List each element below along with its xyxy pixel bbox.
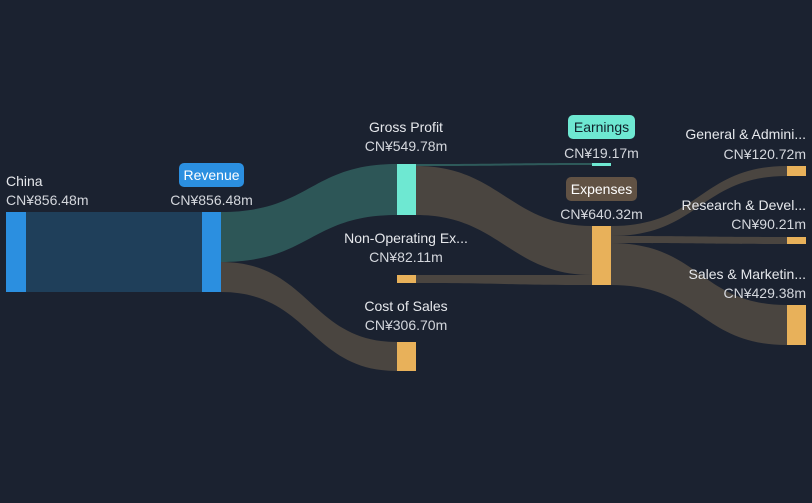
node-earnings[interactable]	[592, 163, 611, 166]
gross-profit-value: CN¥549.78m	[365, 138, 448, 154]
general-admin-value: CN¥120.72m	[724, 146, 807, 162]
revenue-pill	[179, 163, 244, 187]
flow-non-operating-expenses	[416, 275, 592, 285]
node-sales-marketing[interactable]	[787, 305, 806, 345]
revenue-label: Revenue	[183, 167, 239, 183]
node-revenue[interactable]	[202, 212, 221, 292]
labels: China CN¥856.48m Revenue CN¥856.48m Gros…	[6, 115, 806, 333]
node-cost-of-sales[interactable]	[397, 342, 416, 371]
flow-gross-profit-earnings	[416, 163, 592, 166]
flow-revenue-gross-profit	[221, 164, 397, 262]
non-operating-label: Non-Operating Ex...	[344, 230, 468, 246]
flow-revenue-cost-of-sales	[221, 262, 397, 371]
earnings-pill	[568, 115, 635, 139]
flows	[26, 163, 787, 371]
node-research-dev[interactable]	[787, 237, 806, 244]
sales-marketing-value: CN¥429.38m	[724, 285, 807, 301]
flow-gross-profit-expenses	[416, 166, 592, 275]
nodes	[6, 163, 806, 371]
earnings-value: CN¥19.17m	[564, 145, 639, 161]
node-general-admin[interactable]	[787, 166, 806, 176]
expenses-value: CN¥640.32m	[560, 206, 643, 222]
sales-marketing-label: Sales & Marketin...	[689, 266, 807, 282]
research-dev-value: CN¥90.21m	[731, 216, 806, 232]
research-dev-label: Research & Devel...	[682, 197, 807, 213]
earnings-label: Earnings	[574, 119, 629, 135]
flow-china-revenue	[26, 212, 202, 292]
revenue-value: CN¥856.48m	[170, 192, 253, 208]
expenses-label: Expenses	[571, 181, 632, 197]
gross-profit-label: Gross Profit	[369, 119, 443, 135]
general-admin-label: General & Admini...	[685, 126, 806, 142]
flow-expenses-research-dev	[611, 236, 787, 244]
node-non-operating[interactable]	[397, 275, 416, 283]
non-operating-value: CN¥82.11m	[369, 249, 443, 265]
node-gross-profit[interactable]	[397, 164, 416, 215]
china-label: China	[6, 173, 43, 189]
flow-expenses-sales-marketing	[611, 243, 787, 345]
expenses-pill	[566, 177, 637, 201]
node-china[interactable]	[6, 212, 26, 292]
node-expenses[interactable]	[592, 226, 611, 285]
cost-of-sales-label: Cost of Sales	[364, 298, 447, 314]
cost-of-sales-value: CN¥306.70m	[365, 317, 448, 333]
flow-expenses-general-admin	[611, 166, 787, 236]
china-value: CN¥856.48m	[6, 192, 89, 208]
